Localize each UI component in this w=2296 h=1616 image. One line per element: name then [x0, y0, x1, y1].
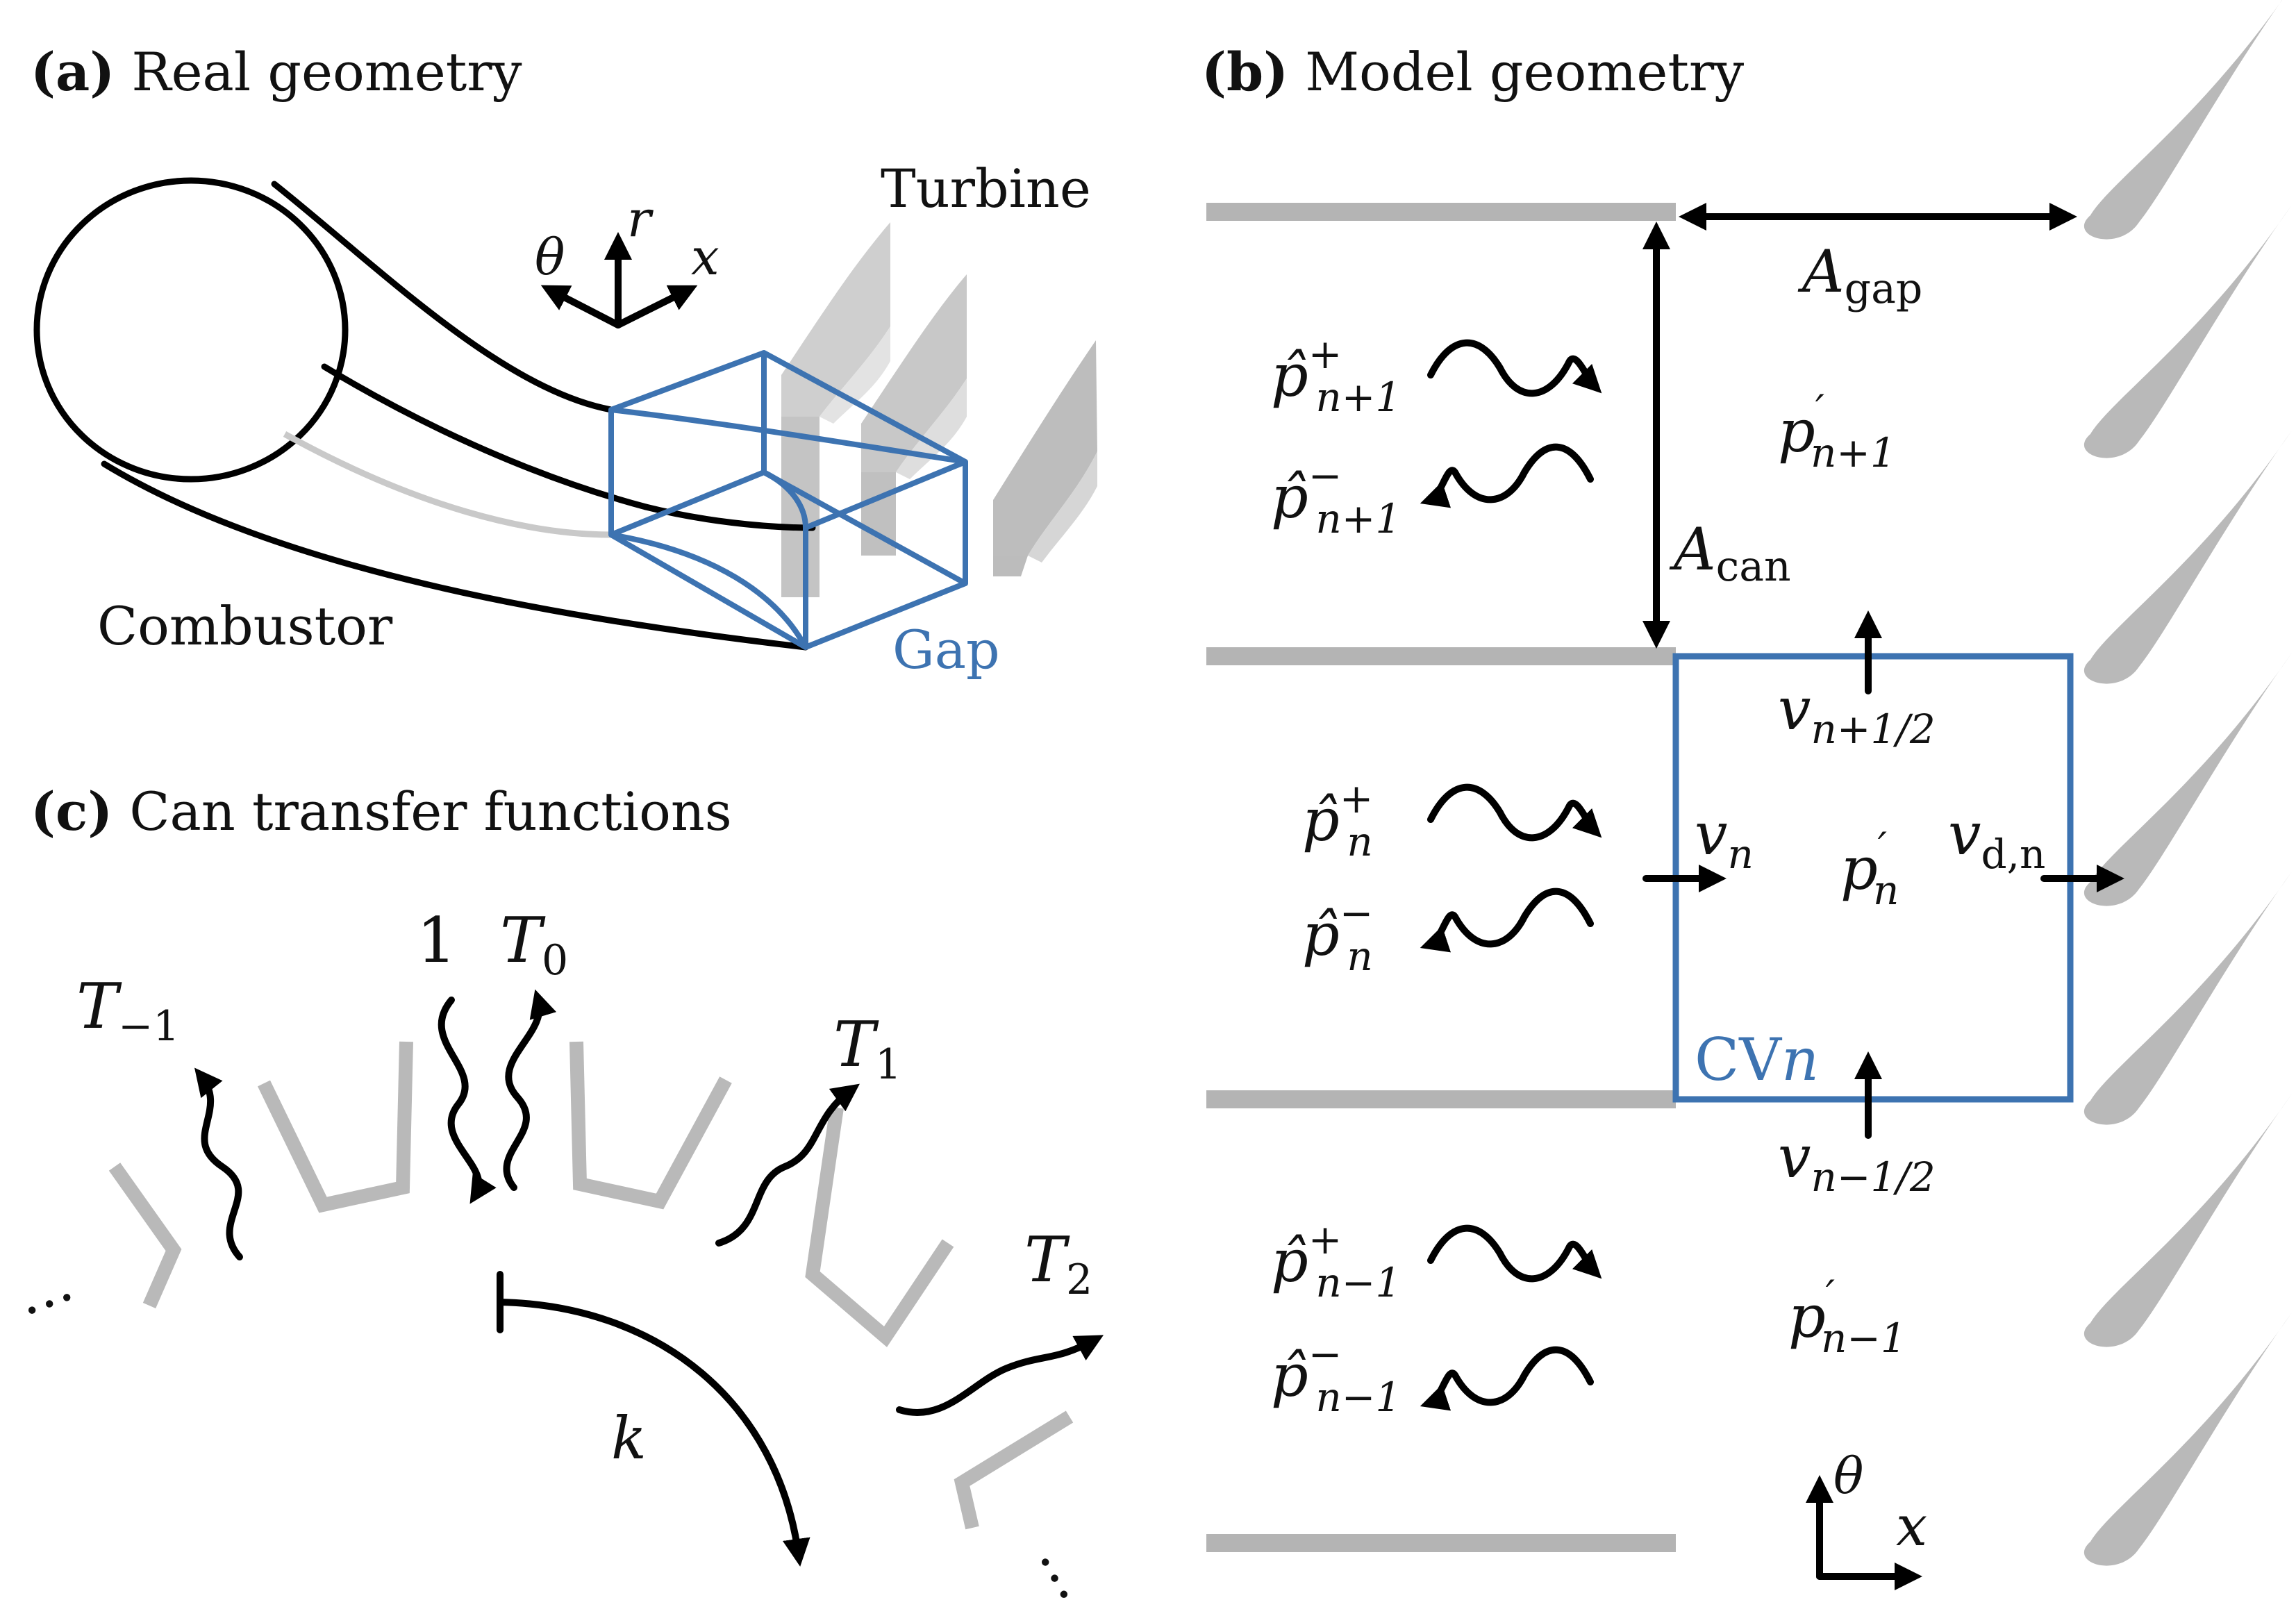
p-prime-upper: p′n+1 [1778, 386, 1896, 476]
axes-3d: θ r x [535, 190, 719, 328]
p-hat-minus-middle: p̂−n [1302, 890, 1373, 980]
blade-2 [2083, 205, 2292, 458]
A-gap-label: Agap [1797, 238, 1922, 313]
panel-b-heading: (b) Model geometry [1201, 41, 1744, 103]
A-can-label: Acan [1669, 515, 1791, 591]
can-walls [1206, 203, 1676, 1552]
panel-a: (a) Real geometry [31, 41, 1097, 681]
wave-T0 [503, 989, 557, 1191]
combustor-inlet-ellipse [33, 177, 349, 483]
ellipsis-left: … [7, 1249, 81, 1328]
turbine-blades-2d [2083, 0, 2292, 1566]
axis-theta-2d-label: θ [1833, 1447, 1863, 1505]
panel-c: (c) Can transfer functions k 1 T0 T−1 T1… [7, 781, 1110, 1610]
can-wedge-right [805, 1106, 954, 1347]
wave-T2 [896, 1335, 1104, 1417]
row-lower: p̂+n−1 p̂−n−1 p′n−1 [1271, 1216, 1906, 1421]
wave-outgoing-lower [1420, 1346, 1594, 1411]
can-wedge-center [569, 1041, 732, 1210]
p-prime-lower: p′n−1 [1788, 1272, 1906, 1362]
v-top-label: vn+1/2 [1778, 675, 1936, 753]
ellipsis-right: … [1027, 1530, 1111, 1610]
can-wedges [108, 1041, 1074, 1530]
blade-5 [2083, 872, 2292, 1125]
panel-b: (b) Model geometry Agap Acan p̂ [1201, 0, 2292, 1590]
panel-c-heading: (c) Can transfer functions [31, 781, 732, 842]
k-arc: k [497, 1271, 810, 1567]
can-wedge-left [258, 1041, 413, 1213]
axis-x-2d-label: x [1896, 1494, 1927, 1558]
wave-incoming-lower [1427, 1224, 1602, 1283]
axes-2d: θ x [1806, 1447, 1927, 1590]
can-wedge-far-left [108, 1163, 182, 1309]
combustor-mid-edge [321, 363, 649, 510]
p-hat-plus-upper: p̂+n+1 [1271, 331, 1401, 421]
area-arrows [1642, 203, 2077, 649]
label-T1: T1 [833, 1008, 901, 1089]
row-upper: p̂+n+1 p̂−n+1 p′n+1 [1271, 331, 1896, 542]
gap-label: Gap [892, 619, 1000, 681]
label-T-minus-1: T−1 [76, 970, 179, 1051]
p-hat-plus-middle: p̂+n [1302, 775, 1373, 865]
blade-1 [2083, 0, 2292, 240]
axis-theta-label: θ [535, 228, 565, 286]
axis-r-label: r [627, 190, 654, 248]
wave-incoming-upper [1427, 339, 1602, 397]
k-label: k [611, 1404, 647, 1472]
blade-4 [2083, 653, 2292, 906]
combustor-bottom-edge [101, 460, 809, 651]
v-bottom-label: vn−1/2 [1778, 1123, 1936, 1201]
blade-6 [2083, 1094, 2292, 1347]
turbine-label: Turbine [881, 158, 1091, 219]
combustor-label: Combustor [97, 595, 393, 657]
p-prime-middle: p′n [1840, 824, 1899, 914]
can-wedge-far-right [954, 1410, 1074, 1530]
row-middle: p̂+n p̂−n p′n [1302, 775, 1899, 980]
blade-7 [2083, 1313, 2292, 1566]
label-T2: T2 [1024, 1224, 1092, 1304]
velocity-arrows [1642, 610, 2124, 1139]
v-right-label: vd,n [1948, 800, 2045, 878]
wave-incoming-middle [1427, 783, 1602, 842]
wave-outgoing-middle [1420, 888, 1594, 953]
transfer-waves [194, 989, 1104, 1417]
wave-outgoing-upper [1420, 443, 1594, 508]
p-hat-plus-lower: p̂+n−1 [1271, 1216, 1401, 1306]
label-one: 1 [417, 904, 456, 977]
v-left-label: vn [1695, 800, 1754, 878]
cv-label: CVn [1695, 1026, 1819, 1094]
hidden-edge [283, 431, 612, 538]
wave-T-minus-1 [194, 1067, 243, 1260]
turbine-blades-3d [781, 222, 1097, 597]
p-hat-minus-lower: p̂−n−1 [1271, 1331, 1401, 1421]
wave-T1 [715, 1083, 860, 1247]
wave-incident-1 [438, 997, 497, 1204]
axis-x-label: x [691, 228, 719, 286]
label-T0: T0 [500, 904, 568, 985]
panel-a-heading: (a) Real geometry [31, 41, 522, 103]
gap-box [608, 350, 968, 650]
combustor-top-edge [271, 181, 615, 413]
blade-3 [2083, 431, 2292, 684]
p-hat-minus-upper: p̂−n+1 [1271, 452, 1401, 542]
